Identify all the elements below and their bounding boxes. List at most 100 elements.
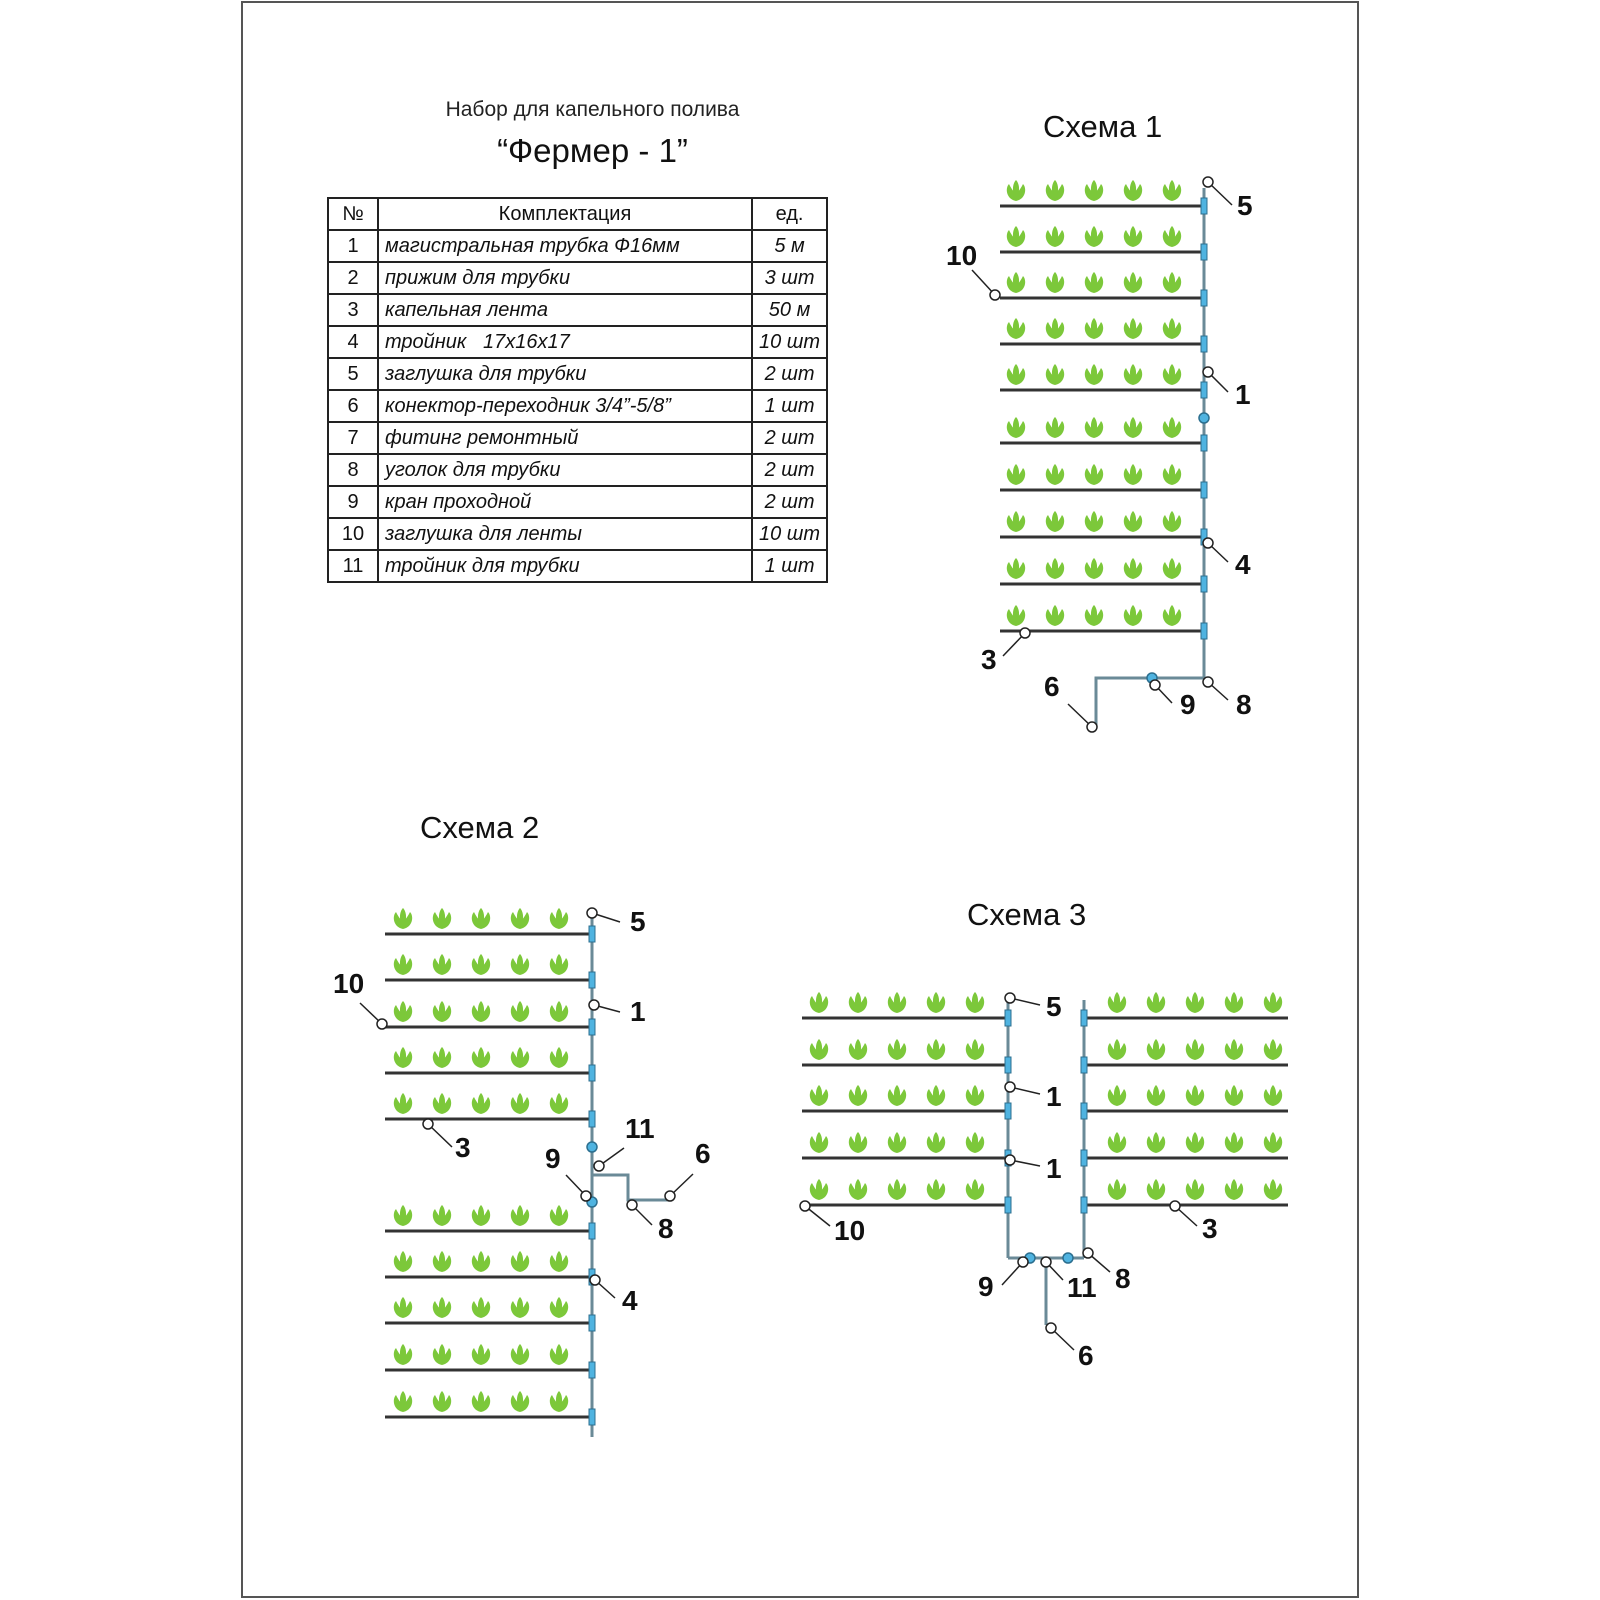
leaf-shape <box>481 1097 491 1114</box>
leaf-shape <box>1230 1085 1238 1104</box>
leaf-shape <box>819 1183 829 1200</box>
leaf-shape <box>1045 184 1055 201</box>
plant-icon <box>432 1001 452 1022</box>
leaf-shape <box>887 996 897 1013</box>
leaf-shape <box>438 1205 446 1224</box>
plant-icon <box>432 1344 452 1365</box>
row-unit: 2 шт <box>750 421 829 455</box>
leaf-shape <box>1051 417 1059 436</box>
leaf-shape <box>975 996 985 1013</box>
leaf-shape <box>1055 421 1065 438</box>
row-number: 5 <box>327 357 379 391</box>
leaf-shape <box>477 1047 485 1066</box>
leaf-shape <box>1234 1089 1244 1106</box>
plant-icon <box>1263 1085 1283 1106</box>
plant-icon <box>510 1251 530 1272</box>
leaf-shape <box>399 1047 407 1066</box>
leaf-shape <box>1117 1136 1127 1153</box>
leaf-shape <box>971 1179 979 1198</box>
leaf-shape <box>1045 368 1055 385</box>
leaf-shape <box>858 1043 868 1060</box>
leaf-shape <box>1172 230 1182 247</box>
leaf-shape <box>1055 322 1065 339</box>
plant-icon <box>432 1251 452 1272</box>
leaf-shape <box>510 1301 520 1318</box>
leaf-shape <box>1107 1043 1117 1060</box>
leaf-shape <box>1168 417 1176 436</box>
leaf-shape <box>559 1255 569 1272</box>
callout-marker <box>989 289 1001 301</box>
leaf-shape <box>1152 1039 1160 1058</box>
leaf-shape <box>399 1297 407 1316</box>
leaf-shape <box>471 958 481 975</box>
leaf-shape <box>858 1183 868 1200</box>
leaf-shape <box>516 1344 524 1363</box>
leaf-shape <box>819 996 829 1013</box>
leaf-shape <box>815 1132 823 1151</box>
leaf-shape <box>1012 272 1020 291</box>
plant-icon <box>1224 1039 1244 1060</box>
row-number: 3 <box>327 293 379 327</box>
row-item: заглушка для ленты <box>377 517 753 551</box>
leaf-shape <box>1117 996 1127 1013</box>
plant-icon <box>1084 417 1104 438</box>
leaf-shape <box>1133 562 1143 579</box>
plant-icon <box>549 908 569 929</box>
leaf-shape <box>393 1051 403 1068</box>
leaf-shape <box>1152 1132 1160 1151</box>
plant-icon <box>432 1047 452 1068</box>
plant-icon <box>1162 464 1182 485</box>
feed-pipe <box>1094 676 1204 727</box>
callout-marker <box>589 1274 601 1286</box>
tee-fitting <box>1080 1149 1088 1167</box>
tee-fitting <box>588 1110 596 1128</box>
row-item: тройник 17х16х17 <box>377 325 753 359</box>
plant-icon <box>1146 1085 1166 1106</box>
leaf-shape <box>1016 184 1026 201</box>
leaf-shape <box>1055 468 1065 485</box>
plant-icon <box>471 1344 491 1365</box>
plant-icon <box>1263 992 1283 1013</box>
leaf-shape <box>1090 464 1098 483</box>
leaf-shape <box>965 1183 975 1200</box>
leaf-shape <box>975 1183 985 1200</box>
leaf-shape <box>1191 1039 1199 1058</box>
plant-icon <box>510 954 530 975</box>
leaf-shape <box>1055 562 1065 579</box>
leaf-shape <box>442 1097 452 1114</box>
leaf-shape <box>481 1209 491 1226</box>
row-number: 2 <box>327 261 379 295</box>
leaf-shape <box>403 1395 413 1412</box>
leaf-shape <box>399 954 407 973</box>
leaf-shape <box>1051 605 1059 624</box>
row-number: 9 <box>327 485 379 519</box>
leaf-shape <box>549 1301 559 1318</box>
plant-icon <box>809 992 829 1013</box>
leaf-shape <box>1156 1136 1166 1153</box>
callout-marker <box>1202 176 1214 188</box>
row-item: прижим для трубки <box>377 261 753 295</box>
leaf-shape <box>971 1039 979 1058</box>
leaf-shape <box>815 1179 823 1198</box>
leaf-shape <box>555 1047 563 1066</box>
leaf-shape <box>1191 1132 1199 1151</box>
plant-icon <box>471 954 491 975</box>
plant-icon <box>393 1047 413 1068</box>
leaf-shape <box>1191 992 1199 1011</box>
plant-icon <box>926 1179 946 1200</box>
leaf-shape <box>1107 1183 1117 1200</box>
leaf-shape <box>1084 368 1094 385</box>
leaf-shape <box>1156 1089 1166 1106</box>
leaf-shape <box>1090 605 1098 624</box>
leaf-shape <box>1162 468 1172 485</box>
tee-fitting <box>1004 1056 1012 1074</box>
callout-label: 10 <box>834 1215 865 1246</box>
leaf-shape <box>971 1132 979 1151</box>
plant-icon <box>510 1344 530 1365</box>
leaf-shape <box>815 1085 823 1104</box>
leaf-shape <box>1016 609 1026 626</box>
leaf-shape <box>819 1136 829 1153</box>
plant-icon <box>848 1039 868 1060</box>
